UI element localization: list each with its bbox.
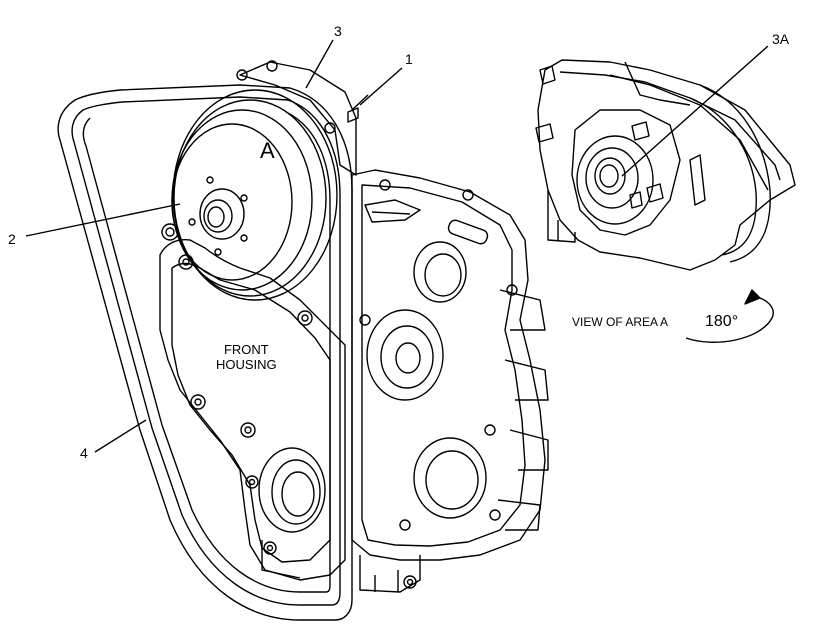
callout-3a: 3A [772,31,790,47]
callout-1: 1 [405,51,413,67]
callout-3: 3 [334,23,342,39]
pulley-hub-flange [236,60,369,176]
view-of-area-a-label: VIEW OF AREA A [572,315,669,329]
inset-view-area-a [535,59,796,271]
leader-2 [25,203,181,237]
leader-4 [94,419,147,453]
leader-3a [621,45,769,177]
leader-lines [25,39,769,453]
front-housing-label-line2: HOUSING [216,357,277,372]
callout-4: 4 [80,445,88,461]
rotation-arrow-icon [685,289,774,343]
crankshaft-pulley [171,89,338,301]
front-housing-label: FRONT HOUSING [216,342,277,372]
front-housing-label-line1: FRONT [223,342,269,357]
rotation-label: 180° [705,313,739,330]
front-housing [159,169,549,593]
leader-1 [359,67,403,106]
callout-2: 2 [8,231,16,247]
drive-belt [57,84,353,621]
leader-3 [305,39,334,89]
area-a-label: A [260,138,275,163]
